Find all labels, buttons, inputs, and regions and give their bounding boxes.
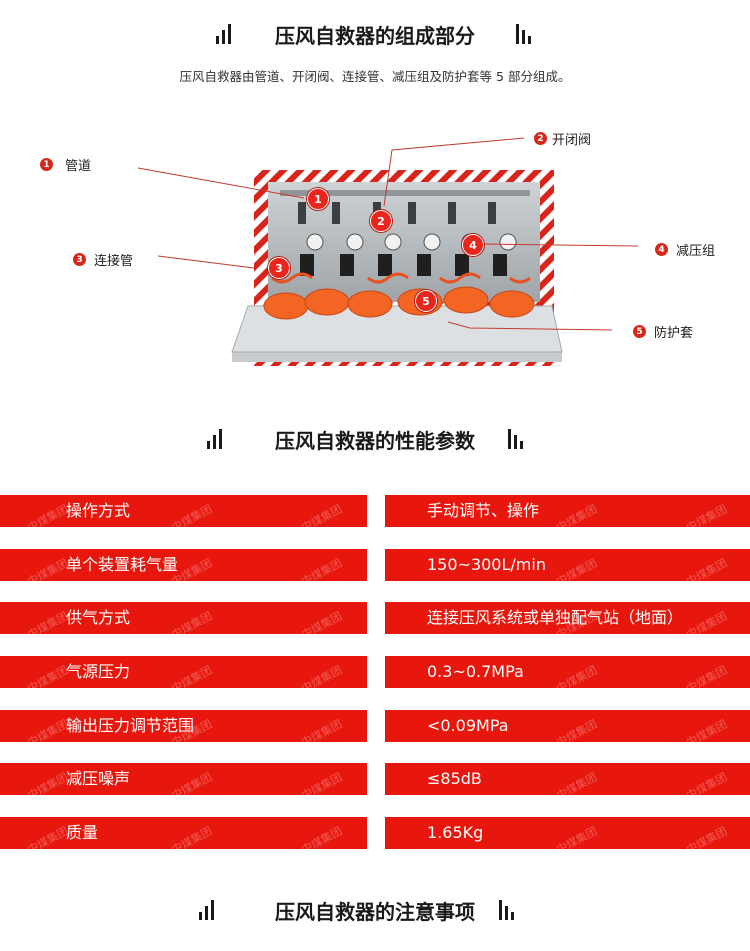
param-name: 减压噪声 — [66, 769, 131, 788]
param-value: 连接压风系统或单独配气站（地面） — [427, 608, 684, 627]
callout-badge: 5 — [633, 325, 646, 338]
title-bars-right-icon — [508, 427, 524, 449]
watermark: 中煤集团 — [299, 663, 345, 688]
param-name: 输出压力调节范围 — [66, 716, 195, 735]
watermark: 中煤集团 — [684, 502, 730, 527]
param-name-cell: 中煤集团中煤集团中煤集团质量 — [0, 817, 367, 849]
watermark: 中煤集团 — [299, 502, 345, 527]
product-diagram: 1 2 3 4 5 1 管道 2 开闭阀 3 连接管 4 减压组 5 防护套 — [0, 110, 750, 380]
param-name-cell: 中煤集团中煤集团中煤集团操作方式 — [0, 495, 367, 527]
callout-label: 防护套 — [654, 326, 694, 341]
param-name: 供气方式 — [66, 608, 131, 627]
title-bars-left-icon — [207, 427, 223, 449]
param-value: <0.09MPa — [427, 716, 509, 735]
param-name: 质量 — [66, 823, 99, 842]
section-title-parameters: 压风自救器的性能参数 — [275, 429, 475, 453]
watermark: 中煤集团 — [169, 609, 215, 634]
watermark: 中煤集团 — [684, 770, 730, 795]
watermark: 中煤集团 — [299, 824, 345, 849]
callout-label: 开闭阀 — [552, 133, 592, 148]
param-value-cell: 中煤集团中煤集团手动调节、操作 — [385, 495, 750, 527]
param-value-cell: 中煤集团 中煤集团 <0.09MPa — [385, 710, 750, 742]
param-value: 150~300L/min — [427, 555, 546, 574]
param-name-cell: 中煤集团中煤集团中煤集团减压噪声 — [0, 763, 367, 795]
param-value: 手动调节、操作 — [427, 501, 540, 520]
watermark: 中煤集团 — [169, 824, 215, 849]
callout-label: 减压组 — [676, 244, 716, 259]
watermark: 中煤集团 — [684, 717, 730, 742]
callout-connector: 3 连接管 — [73, 250, 133, 269]
components-description: 压风自救器由管道、开闭阀、连接管、减压组及防护套等 5 部分组成。 — [179, 69, 571, 84]
title-bars-right-icon — [499, 898, 515, 920]
param-value-cell: 中煤集团 中煤集团 1.65Kg — [385, 817, 750, 849]
param-value-cell: 中煤集团 中煤集团 0.3~0.7MPa — [385, 656, 750, 688]
param-name-cell: 中煤集团中煤集团中煤集团单个装置耗气量 — [0, 549, 367, 581]
title-bars-left-icon — [216, 22, 232, 44]
watermark: 中煤集团 — [169, 663, 215, 688]
param-value: 1.65Kg — [427, 823, 484, 842]
table-row: 中煤集团 中煤集团 中煤集团 减压噪声 中煤集团 中煤集团 ≤85dB — [0, 763, 750, 795]
callout-label: 管道 — [65, 159, 92, 174]
marker-4: 4 — [462, 234, 484, 256]
watermark: 中煤集团 — [554, 663, 600, 688]
watermark: 中煤集团 — [169, 502, 215, 527]
callout-badge: 2 — [534, 132, 547, 145]
watermark: 中煤集团 — [299, 717, 345, 742]
title-bars-left-icon — [199, 898, 215, 920]
watermark: 中煤集团 — [684, 556, 730, 581]
section-title-components: 压风自救器的组成部分 — [275, 24, 475, 48]
table-row: 中煤集团 中煤集团 中煤集团 气源压力 中煤集团 中煤集团 0.3~0.7MPa — [0, 656, 750, 688]
callout-valve: 2 开闭阀 — [534, 129, 591, 148]
callout-badge: 3 — [73, 253, 86, 266]
section-title-precautions: 压风自救器的注意事项 — [275, 900, 475, 924]
watermark: 中煤集团 — [299, 770, 345, 795]
callout-pipe: 1 管道 — [40, 155, 91, 174]
watermark: 中煤集团 — [684, 824, 730, 849]
param-value: 0.3~0.7MPa — [427, 662, 524, 681]
param-name: 单个装置耗气量 — [66, 555, 179, 574]
param-name-cell: 中煤集团中煤集团中煤集团气源压力 — [0, 656, 367, 688]
watermark: 中煤集团 — [554, 824, 600, 849]
callout-badge: 1 — [40, 158, 53, 171]
marker-5: 5 — [415, 290, 437, 312]
marker-2: 2 — [370, 210, 392, 232]
param-name-cell: 中煤集团中煤集团中煤集团供气方式 — [0, 602, 367, 634]
watermark: 中煤集团 — [554, 502, 600, 527]
marker-3: 3 — [268, 257, 290, 279]
param-name: 操作方式 — [66, 501, 131, 520]
watermark: 中煤集团 — [684, 663, 730, 688]
table-row: 中煤集团 中煤集团 中煤集团 单个装置耗气量 中煤集团 中煤集团 150~300L/min — [0, 549, 750, 581]
callout-regulator: 4 减压组 — [655, 240, 715, 259]
param-value-cell: 中煤集团 中煤集团 ≤85dB — [385, 763, 750, 795]
table-row: 中煤集团 中煤集团 中煤集团 质量 中煤集团 中煤集团 1.65Kg — [0, 817, 750, 849]
table-row: 中煤集团 中煤集团 中煤集团 供气方式 中煤集团中煤集团连接压风系统或单独配气站（地面） — [0, 602, 750, 634]
table-row: 中煤集团 中煤集团 中煤集团 输出压力调节范围 中煤集团 中煤集团 <0.09MPa — [0, 710, 750, 742]
param-value-cell: 中煤集团中煤集团连接压风系统或单独配气站（地面） — [385, 602, 750, 634]
watermark: 中煤集团 — [684, 609, 730, 634]
callout-cover: 5 防护套 — [633, 322, 693, 341]
title-bars-right-icon — [516, 22, 532, 44]
watermark: 中煤集团 — [299, 609, 345, 634]
marker-1: 1 — [307, 188, 329, 210]
watermark: 中煤集团 — [169, 770, 215, 795]
callout-label: 连接管 — [94, 254, 134, 269]
param-value-cell: 中煤集团 中煤集团 150~300L/min — [385, 549, 750, 581]
watermark: 中煤集团 — [554, 556, 600, 581]
watermark: 中煤集团 — [554, 717, 600, 742]
param-name-cell: 中煤集团中煤集团中煤集团输出压力调节范围 — [0, 710, 367, 742]
param-name: 气源压力 — [66, 662, 131, 681]
watermark: 中煤集团 — [554, 770, 600, 795]
param-value: ≤85dB — [427, 769, 482, 788]
watermark: 中煤集团 — [299, 556, 345, 581]
table-row: 中煤集团中煤集团中煤集团操作方式中煤集团中煤集团手动调节、操作 — [0, 495, 750, 527]
callout-badge: 4 — [655, 243, 668, 256]
